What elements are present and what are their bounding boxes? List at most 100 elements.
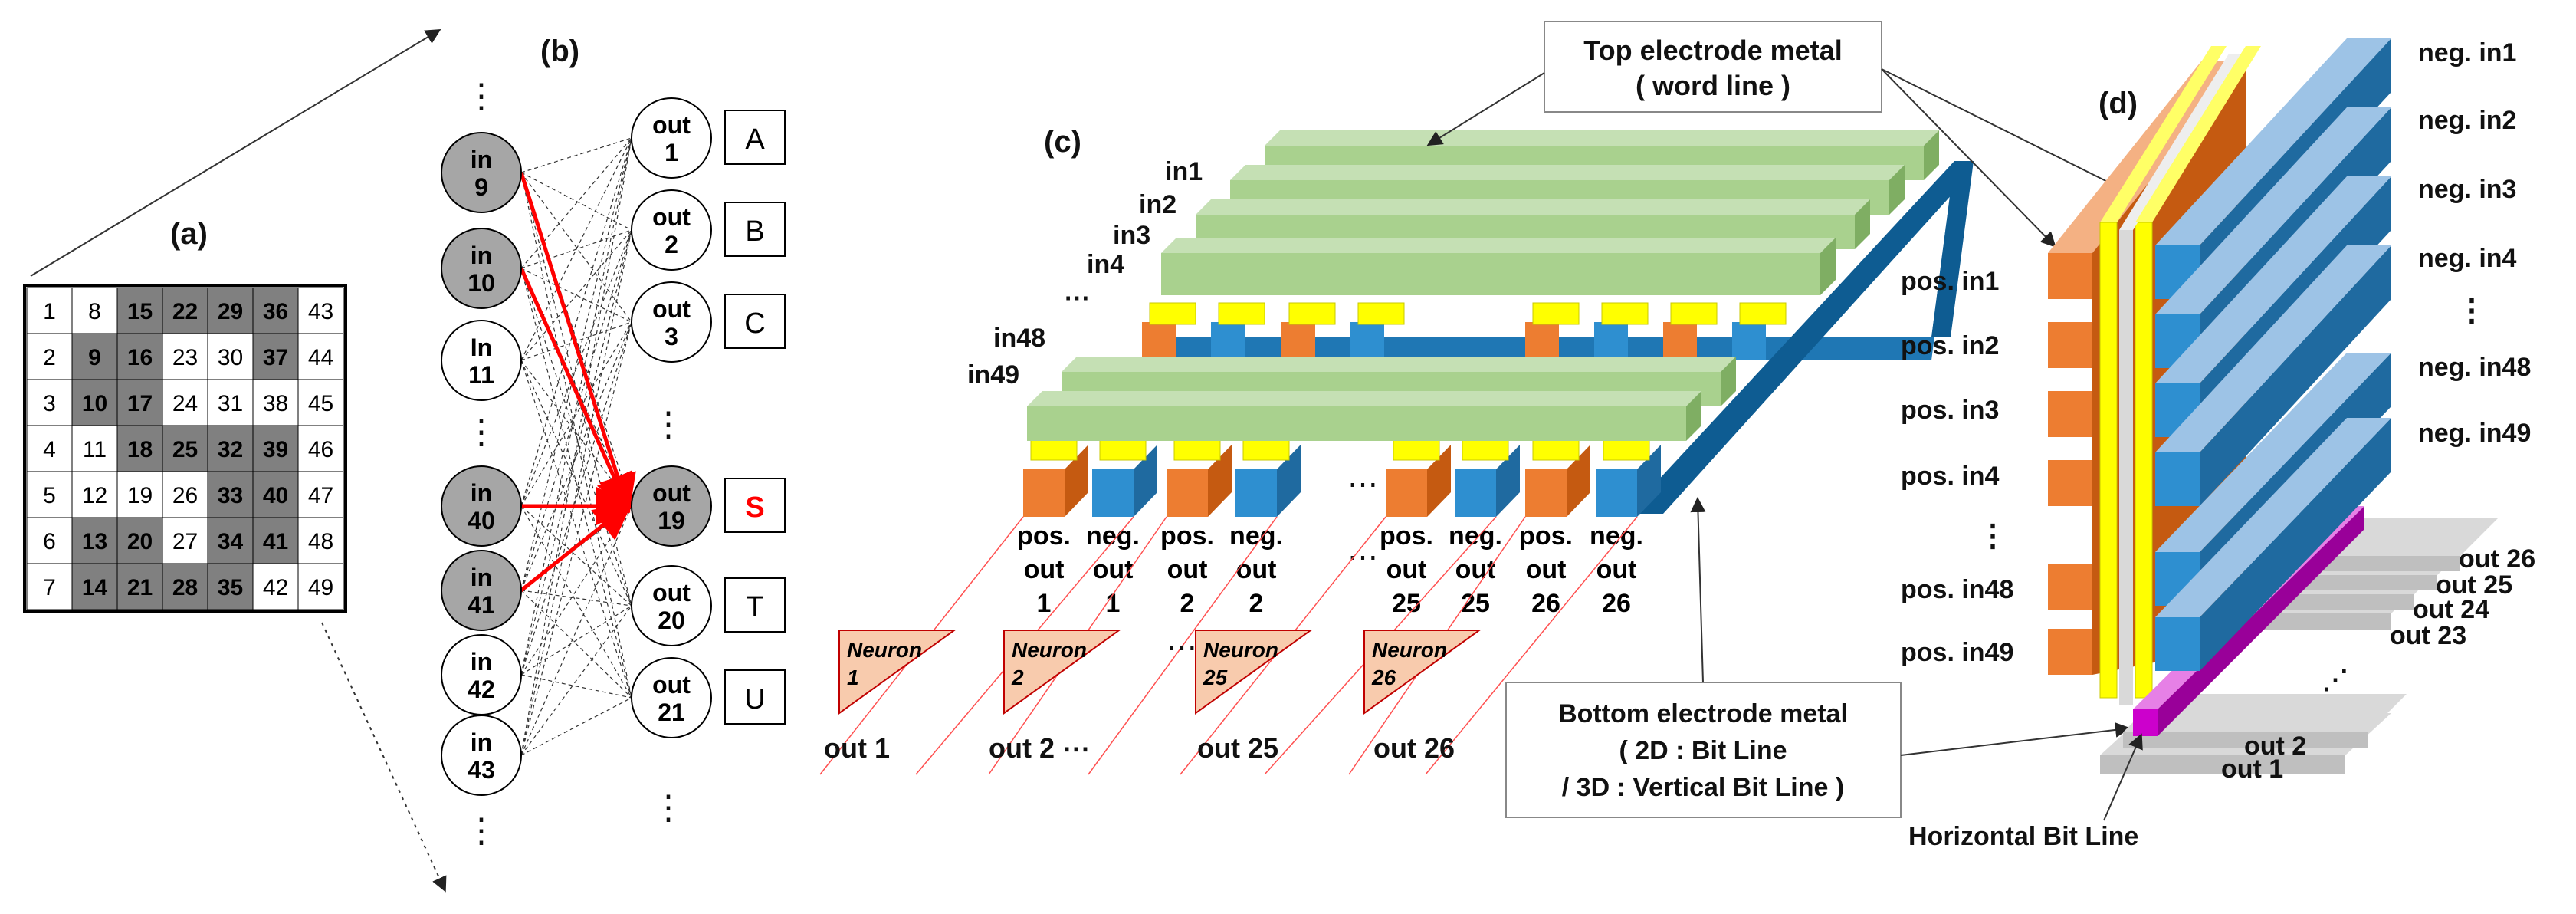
grid-cell [71, 287, 118, 334]
bit-line-label: out [1236, 555, 1277, 584]
output-neuron [631, 657, 712, 738]
bit-line-label: pos. [1380, 521, 1433, 551]
grid-cell-value: 41 [263, 529, 288, 554]
output-neuron [631, 565, 712, 646]
grid-cell [26, 471, 73, 518]
grid-cell [207, 425, 254, 472]
neg-in49-label: neg. in49 [2418, 419, 2531, 448]
neuron-triangle [1363, 630, 1482, 715]
bit-line-label: 2 [1249, 589, 1264, 618]
panel-b-label: (b) [540, 35, 579, 68]
grid-cell-value: 22 [172, 299, 198, 324]
input-neuron-label: in [471, 242, 492, 269]
neg-in4-bar [2155, 452, 2200, 506]
output-neuron-label: out [652, 479, 691, 507]
input-ellipsis-top: ⋮ [464, 77, 498, 115]
pos-in4-label: pos. in4 [1901, 462, 2000, 491]
output-ellipsis-bottom: ⋮ [651, 789, 685, 827]
bit-line-label: out [1167, 555, 1208, 584]
neuron-index: 1 [847, 666, 859, 689]
bit-line-label: out [1596, 555, 1637, 584]
zoom-arrow-bottom [321, 622, 447, 893]
out23-label: out 23 [2390, 621, 2466, 650]
out-label-1: out 1 [824, 732, 890, 764]
class-box [724, 669, 786, 725]
bit-line-2d-label: ( 2D : Bit Line [1619, 736, 1787, 765]
bit-line-label: 26 [1602, 589, 1631, 618]
neg-in49-bar [2155, 617, 2200, 671]
input-ellipsis-mid: ⋮ [464, 413, 498, 451]
grid-cell [116, 379, 163, 426]
grid-cell-value: 7 [43, 575, 56, 600]
bit-line-label: 25 [1392, 589, 1421, 618]
bit-line-label: 26 [1531, 589, 1560, 618]
grid-cell-value: 1 [43, 299, 56, 324]
top-electrode-callout: Top electrode metal ( word line ) [1426, 21, 2195, 248]
grid-cell-value: 44 [308, 345, 333, 370]
panel-d-label: (d) [2099, 87, 2138, 120]
synapse-line [520, 505, 632, 756]
bit-ellipsis-upper: ⋯ [1347, 468, 1378, 501]
synapse-line [520, 321, 632, 756]
out24-label: out 24 [2413, 595, 2489, 624]
synapse-line [520, 229, 632, 507]
synapse-line [520, 697, 632, 756]
neuron-index: 26 [1371, 666, 1396, 689]
grid-cell-value: 49 [308, 575, 333, 600]
grid-cell-value: 39 [263, 437, 288, 462]
output-neuron-index: 1 [665, 139, 678, 166]
out-ellipsis: ⋰ [2322, 666, 2348, 695]
input-ellipsis-bottom: ⋮ [464, 812, 498, 850]
neg-in2-label: neg. in2 [2418, 106, 2516, 135]
word-line-in4 [1161, 238, 1836, 295]
grid-cell [297, 287, 344, 334]
neg-in1-label: neg. in1 [2418, 38, 2516, 67]
input-neuron-label: in [471, 479, 492, 507]
synapse-line [520, 229, 632, 361]
out-label-2: out 2 ⋯ [989, 732, 1090, 764]
synapse-line [520, 229, 632, 676]
output-neuron-label: out [652, 111, 691, 139]
grid-cell [297, 379, 344, 426]
bit-line-pos-out26 [1525, 469, 1567, 517]
bit-line-label: neg. [1449, 521, 1502, 551]
pos-in2-bar [2048, 322, 2092, 368]
pos-in48-bar [2048, 564, 2092, 610]
output-neuron-index: 2 [665, 231, 678, 258]
grid-cell-value: 18 [127, 437, 153, 462]
synapse-line [520, 172, 632, 231]
synapse-line [520, 505, 632, 699]
synapse-line [520, 321, 632, 507]
neuron-triangle [838, 630, 957, 715]
bit-line-label: out [1093, 555, 1134, 584]
wl-label-in48: in48 [993, 324, 1045, 353]
input-neuron-index: 10 [468, 269, 495, 297]
input-neuron [441, 132, 522, 213]
out1-label: out 1 [2221, 755, 2283, 784]
bit-line-label: 2 [1180, 589, 1195, 618]
pos-in1-bar [2048, 253, 2092, 299]
pos-in2-label: pos. in2 [1901, 331, 1999, 360]
grid-cell-value: 47 [308, 483, 333, 508]
grid-cell [26, 333, 73, 380]
grid-cell-value: 14 [82, 575, 108, 600]
grid-cell-value: 3 [43, 391, 56, 416]
synapse-line [520, 605, 632, 756]
wl-label-in2: in2 [1139, 190, 1176, 219]
grid-cell [162, 563, 208, 610]
grid-cell-value: 8 [88, 299, 101, 324]
grid-cell-value: 2 [43, 345, 56, 370]
pos-in49-label: pos. in49 [1901, 638, 2013, 667]
grid-cell-value: 10 [82, 391, 107, 416]
grid-cell-value: 5 [43, 483, 56, 508]
bit-line-label: out [1386, 555, 1427, 584]
grid-cell [297, 333, 344, 380]
grid-cell [26, 563, 73, 610]
zoom-arrow-top [30, 28, 441, 277]
pos-in1-label: pos. in1 [1901, 267, 1999, 296]
grid-cell [116, 563, 163, 610]
synapse-line [520, 590, 632, 607]
grid-cell [162, 333, 208, 380]
